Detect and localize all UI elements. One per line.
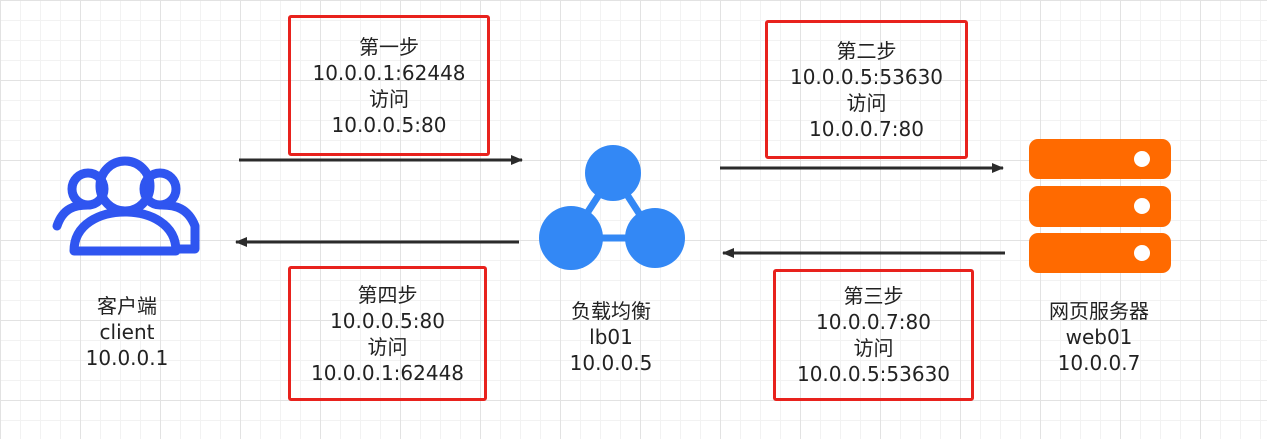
step1-box: 第一步 10.0.0.1:62448 访问 10.0.0.5:80 [288, 15, 490, 156]
users-icon [52, 156, 200, 256]
web-ip: 10.0.0.7 [1057, 351, 1141, 375]
step2-source: 10.0.0.5:53630 [789, 64, 944, 89]
step1-title: 第一步 [359, 34, 419, 59]
step1-destination: 10.0.0.5:80 [331, 112, 447, 137]
load-balancer-icon [539, 145, 685, 270]
step4-destination: 10.0.0.1:62448 [310, 360, 465, 385]
step4-title: 第四步 [357, 282, 418, 307]
client-label: 客户端 client 10.0.0.1 [47, 293, 207, 371]
client-ip: 10.0.0.1 [85, 346, 169, 370]
step4-source: 10.0.0.5:80 [330, 308, 445, 333]
lb-label: 负载均衡 lb01 10.0.0.5 [531, 298, 691, 376]
step2-destination: 10.0.0.7:80 [809, 116, 924, 141]
lb-name: 负载均衡 [571, 299, 651, 323]
server-icon [1029, 139, 1171, 273]
step4-box: 第四步 10.0.0.5:80 访问 10.0.0.1:62448 [288, 266, 487, 401]
step3-verb: 访问 [853, 336, 894, 360]
step3-box: 第三步 10.0.0.7:80 访问 10.0.0.5:53630 [773, 269, 974, 401]
step1-verb: 访问 [369, 86, 409, 111]
lb-host: lb01 [589, 325, 633, 349]
step2-box: 第二步 10.0.0.5:53630 访问 10.0.0.7:80 [765, 20, 968, 159]
step1-source: 10.0.0.1:62448 [312, 60, 466, 85]
web-name: 网页服务器 [1049, 299, 1149, 323]
step2-verb: 访问 [846, 90, 887, 115]
step4-verb: 访问 [367, 334, 408, 359]
client-name: 客户端 [97, 294, 157, 318]
step3-title: 第三步 [843, 284, 904, 308]
step3-destination: 10.0.0.5:53630 [796, 362, 951, 386]
step3-source: 10.0.0.7:80 [816, 310, 931, 334]
web-host: web01 [1065, 325, 1133, 349]
lb-ip: 10.0.0.5 [569, 351, 653, 375]
step2-title: 第二步 [836, 38, 897, 63]
client-host: client [99, 320, 155, 344]
web-label: 网页服务器 web01 10.0.0.7 [1019, 298, 1179, 376]
